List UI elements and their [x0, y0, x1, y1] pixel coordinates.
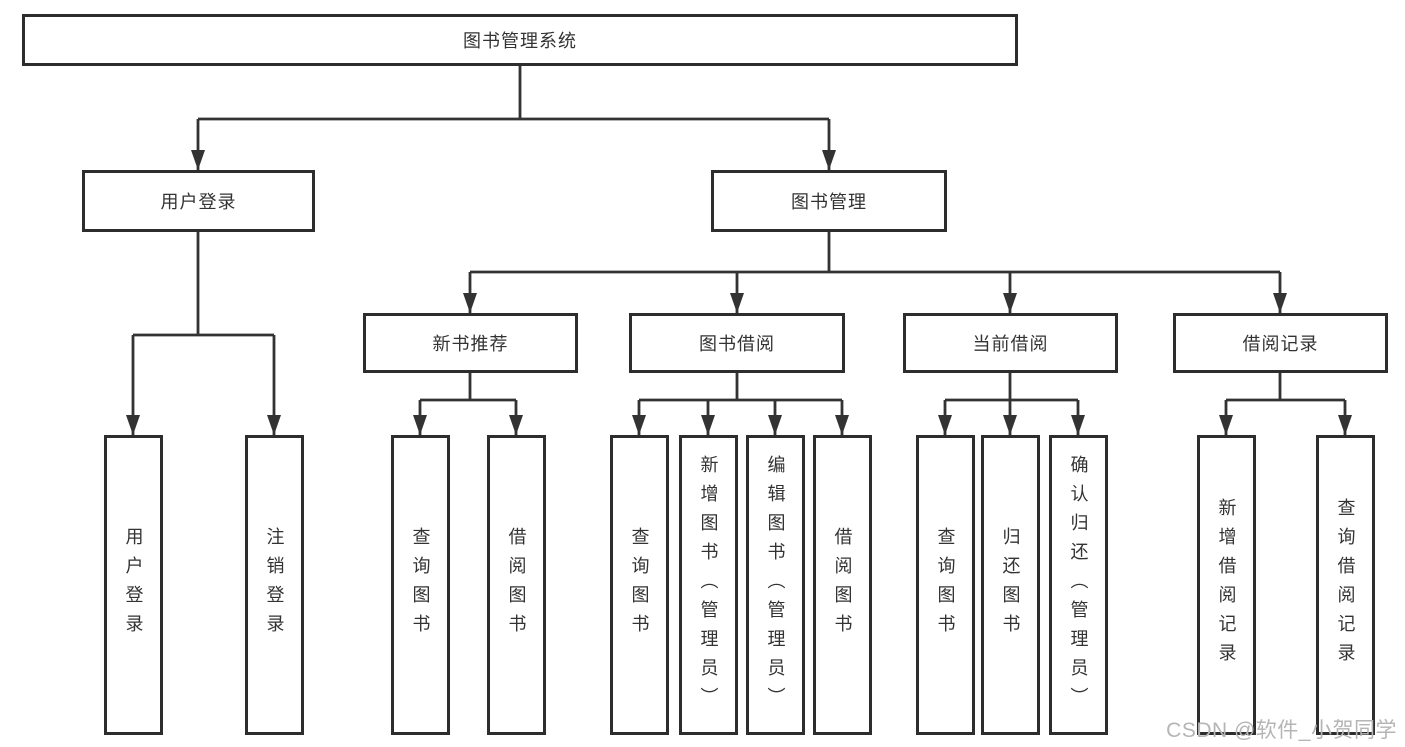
node-label: 用户登录 — [160, 192, 237, 212]
node-label: 查询图书 — [935, 527, 956, 643]
node-label: 新增借阅记录 — [1216, 498, 1237, 672]
connector-userlogin-bus — [133, 232, 274, 337]
node-label: 借阅图书 — [832, 527, 853, 643]
connector-borrow-bus — [639, 373, 842, 402]
leaf-edit-books-admin: 编辑图书（管理员） — [746, 435, 805, 735]
connector-newbooks-bus — [420, 373, 516, 402]
node-book-management: 图书管理 — [711, 170, 947, 232]
node-label: 编辑图书（管理员） — [765, 454, 786, 716]
node-label: 图书借阅 — [699, 334, 775, 354]
connector-bookmgmt-bus — [470, 232, 1280, 274]
connector-records-bus — [1226, 373, 1345, 402]
node-new-book-recommend: 新书推荐 — [363, 313, 578, 373]
node-label: 注销登录 — [264, 527, 285, 643]
csdn-watermark: CSDN @软件_小贺同学 — [1166, 719, 1397, 742]
leaf-query-books-borrow: 查询图书 — [610, 435, 669, 735]
node-label: 用户登录 — [123, 527, 144, 643]
node-library-system: 图书管理系统 — [22, 14, 1018, 66]
leaf-query-borrow-record: 查询借阅记录 — [1316, 435, 1375, 735]
node-label: 确认归还（管理员） — [1068, 454, 1089, 716]
node-label: 借阅图书 — [506, 527, 527, 643]
node-label: 新书推荐 — [432, 334, 509, 354]
node-label: 查询图书 — [629, 527, 650, 643]
node-label: 借阅记录 — [1242, 334, 1319, 354]
leaf-query-books-current: 查询图书 — [916, 435, 975, 735]
leaf-return-books: 归还图书 — [981, 435, 1040, 735]
connector-current-bus — [945, 373, 1078, 402]
leaf-add-borrow-record: 新增借阅记录 — [1197, 435, 1256, 735]
node-label: 新增图书（管理员） — [698, 454, 719, 716]
node-borrow-records: 借阅记录 — [1173, 313, 1388, 373]
leaf-borrow-books-recommend: 借阅图书 — [487, 435, 546, 735]
node-book-borrow: 图书借阅 — [629, 313, 845, 373]
leaf-confirm-return-admin: 确认归还（管理员） — [1049, 435, 1108, 735]
node-label: 查询图书 — [410, 527, 431, 643]
node-label: 归还图书 — [1000, 527, 1021, 643]
node-label: 图书管理系统 — [463, 31, 577, 51]
node-current-borrow: 当前借阅 — [903, 313, 1118, 373]
leaf-query-books-recommend: 查询图书 — [391, 435, 450, 735]
node-label: 图书管理 — [791, 192, 867, 212]
node-label: 当前借阅 — [972, 334, 1049, 354]
leaf-user-login: 用户登录 — [104, 435, 163, 735]
leaf-logout: 注销登录 — [245, 435, 304, 735]
node-label: 查询借阅记录 — [1335, 498, 1356, 672]
leaf-borrow-books: 借阅图书 — [813, 435, 872, 735]
node-user-login: 用户登录 — [82, 170, 315, 232]
leaf-add-books-admin: 新增图书（管理员） — [679, 435, 738, 735]
connector-root-bus — [198, 66, 829, 121]
